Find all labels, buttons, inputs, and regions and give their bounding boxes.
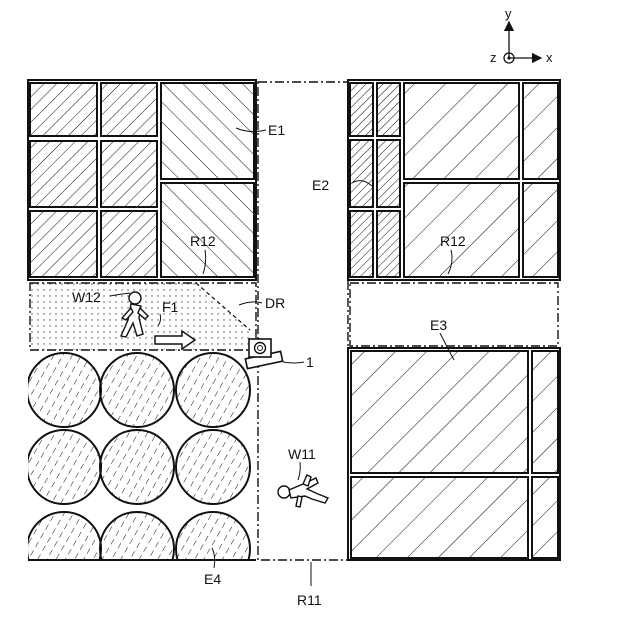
axis-x-label: x — [546, 50, 553, 65]
label-E2: E2 — [312, 177, 329, 193]
E3-box — [351, 351, 528, 473]
person-W11 — [278, 475, 328, 507]
label-E1: E1 — [268, 122, 285, 138]
left-round-items-group — [27, 353, 256, 586]
left-shelf-top-group — [28, 80, 256, 280]
E1-box — [161, 83, 254, 179]
axis-y-label: y — [505, 6, 512, 21]
detection-region-DR — [30, 283, 250, 350]
label-F1: F1 — [162, 299, 179, 315]
label-device-1: 1 — [306, 354, 314, 370]
right-shelf-top-group — [348, 80, 560, 280]
axes-indicator: y z x — [490, 6, 553, 65]
label-W12: W12 — [72, 289, 101, 305]
label-DR: DR — [265, 295, 285, 311]
axis-z-label: z — [490, 50, 497, 65]
right-shelf-bottom-group — [348, 348, 560, 560]
label-R11: R11 — [297, 592, 322, 608]
label-R12-right: R12 — [440, 233, 466, 249]
label-R12-left: R12 — [190, 233, 216, 249]
label-W11: W11 — [288, 446, 316, 462]
region-R12-right — [350, 283, 558, 346]
device-1 — [245, 339, 282, 369]
label-E3: E3 — [430, 317, 447, 333]
label-E4: E4 — [204, 571, 221, 587]
E4-item — [27, 512, 101, 586]
